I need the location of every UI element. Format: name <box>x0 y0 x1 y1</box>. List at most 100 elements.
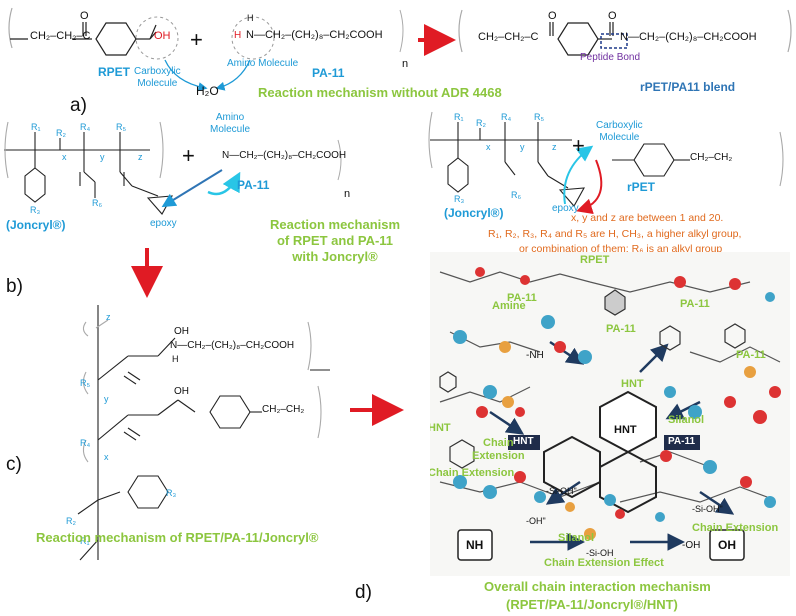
bottom-chain-c: CH₂–CH₂ <box>262 404 305 415</box>
chain-extension-label-d1: Chain Extension <box>472 437 525 462</box>
amino-molecule-label-b: Amino Molecule <box>210 112 251 135</box>
product-chain-left: CH₂–CH₂–C <box>478 31 539 43</box>
z-label-c: z <box>106 312 111 322</box>
r2-label-right: R₂ <box>476 118 486 128</box>
product-o-left: O <box>548 10 557 22</box>
hnt-badge-bg <box>508 435 540 450</box>
x-label-right: x <box>486 142 491 152</box>
carboxylic-arrow <box>164 59 208 92</box>
r1-label-right: R₁ <box>454 112 464 122</box>
y-label-c: y <box>104 394 109 404</box>
oh-group-label: OH <box>154 30 171 42</box>
rpet-chain-b: CH₂–CH₂ <box>690 152 733 163</box>
rpet-label-a: RPET <box>98 65 131 79</box>
r2-label-c: R₂ <box>66 516 76 526</box>
chain-extension-effect-label: Chain Extension Effect <box>544 557 664 569</box>
rpet-structure-a <box>8 7 157 56</box>
plus-sign-b-right: + <box>572 133 585 158</box>
hnt-badge-label: HNT <box>513 436 534 447</box>
hnt-label-d2: HNT <box>621 378 644 390</box>
pa11-label-d4: PA-11 <box>736 349 766 361</box>
nh-box-icon <box>457 529 493 561</box>
hnt-center-label: HNT <box>614 424 637 436</box>
product-o-right: O <box>608 10 617 22</box>
r6-label-right: R₆ <box>511 190 522 200</box>
plus-sign-b-left: + <box>182 143 195 168</box>
nh-box-label: NH <box>466 538 484 552</box>
amino-h-top: H <box>247 13 254 23</box>
rpet-carboxylic-arrow <box>576 159 603 215</box>
chain-extension-label-d2: Chain Extension <box>430 467 515 479</box>
r4-label-c: R₄ <box>80 438 91 448</box>
carboxylic-molecule-label-b: Carboxylic Molecule <box>596 120 643 143</box>
nh-minus-label: -NH <box>526 350 544 361</box>
repeat-n-a: n <box>402 58 409 70</box>
panel-letter-c: c) <box>6 454 22 475</box>
r1-label-c: R₁ <box>80 536 90 546</box>
mechanism-title-b: Reaction mechanism of RPET and PA-11 wit… <box>270 217 401 264</box>
amino-arrow <box>215 59 251 91</box>
joncryl-epoxy-arrow-b <box>161 169 223 208</box>
oh-box-icon <box>709 529 745 561</box>
pa11-chain-a: N—CH₂–(CH₂)₈–CH₂COOH <box>246 29 383 41</box>
r2-label-left: R₂ <box>56 128 66 138</box>
oh-minus-label: -OH" <box>526 516 546 526</box>
amino-h-red: H <box>234 30 242 41</box>
oh-box-label: OH <box>718 538 736 552</box>
silanol-label-d2: Silanol <box>558 532 595 544</box>
pa11-badge-bg <box>664 435 700 450</box>
h-top-c: H <box>172 354 179 364</box>
pa11-bracket-a <box>399 9 404 53</box>
hnt-label-d1: HNT <box>430 422 451 434</box>
r5-label-right: R₅ <box>534 112 545 122</box>
pa11-label-d1: PA-11 <box>507 292 537 304</box>
oh-bottom-c: OH <box>174 386 189 397</box>
note-line-2: R₁, R₂, R₃, R₄ and R₅ are H, CH₃, a high… <box>488 228 742 240</box>
pa11-label-b: PA-11 <box>237 178 270 192</box>
epoxy-label-right: epoxy <box>552 203 579 214</box>
panel-letter-d: d) <box>355 582 372 603</box>
joncryl-label-right: (Joncryl®) <box>444 206 504 220</box>
chain-interaction-illustration: RPET PA-11 PA-11 PA-11 PA-11 Amine HNT H… <box>430 252 790 576</box>
pa11-label-a: PA-11 <box>312 66 345 80</box>
note-line-1: x, y and z are between 1 and 20. <box>571 212 724 224</box>
carbonyl-o-label: O <box>80 10 89 22</box>
pa11-chain-b: N—CH₂–(CH₂)₈–CH₂COOH <box>222 150 347 161</box>
z-label-right: z <box>552 142 557 152</box>
r5-label-left: R₅ <box>116 122 127 132</box>
si-oh-label-2: -Si-OH <box>586 548 614 558</box>
carboxylic-highlight-circle <box>135 16 179 60</box>
amine-label-d: Amine <box>492 300 526 312</box>
silanol-label-d1: Silanol <box>668 414 705 426</box>
epoxy-label-left: epoxy <box>150 218 177 229</box>
amino-highlight-circle <box>231 16 275 60</box>
y-label-left: y <box>100 152 105 162</box>
illustration-svg <box>439 267 781 561</box>
repeat-n-b: n <box>344 188 351 200</box>
overall-title-line1: Overall chain interaction mechanism <box>484 579 711 594</box>
carboxylic-molecule-label-a: Carboxylic Molecule <box>134 66 181 89</box>
rpet-formula-left: CH₂–CH₂–C <box>30 30 91 42</box>
r3-label-left: R₃ <box>30 205 41 215</box>
oh-right-label: -OH <box>682 540 701 551</box>
mechanism-title-a: Reaction mechanism without ADR 4468 <box>258 85 502 100</box>
pa11-label-d2: PA-11 <box>680 298 710 310</box>
r4-label-right: R₄ <box>501 112 512 122</box>
top-chain-c: N—CH₂–(CH₂)₈–CH₂COOH <box>170 340 295 351</box>
mechanism-title-c: Reaction mechanism of RPET/PA-11/Joncryl… <box>36 530 319 545</box>
pa11-badge-label: PA-11 <box>668 436 696 447</box>
chain-extension-label-d3: Chain Extension <box>692 522 779 534</box>
atom-spheres <box>453 267 781 540</box>
epoxy-cyan-arrow-right <box>563 145 594 205</box>
panel-letter-b: b) <box>6 276 23 297</box>
rpet-label-b: rPET <box>627 180 656 194</box>
water-label: H₂O <box>196 84 219 98</box>
peptide-bond-box <box>600 33 628 49</box>
peptide-bond-label: Peptide Bond <box>580 52 641 63</box>
joncryl-label-left: (Joncryl®) <box>6 218 66 232</box>
si-oh-label-3: -Si-OH" <box>692 504 723 514</box>
hnt-hexagon-icon <box>543 390 657 514</box>
r3-label-right: R₃ <box>454 194 465 204</box>
x-label-left: x <box>62 152 67 162</box>
